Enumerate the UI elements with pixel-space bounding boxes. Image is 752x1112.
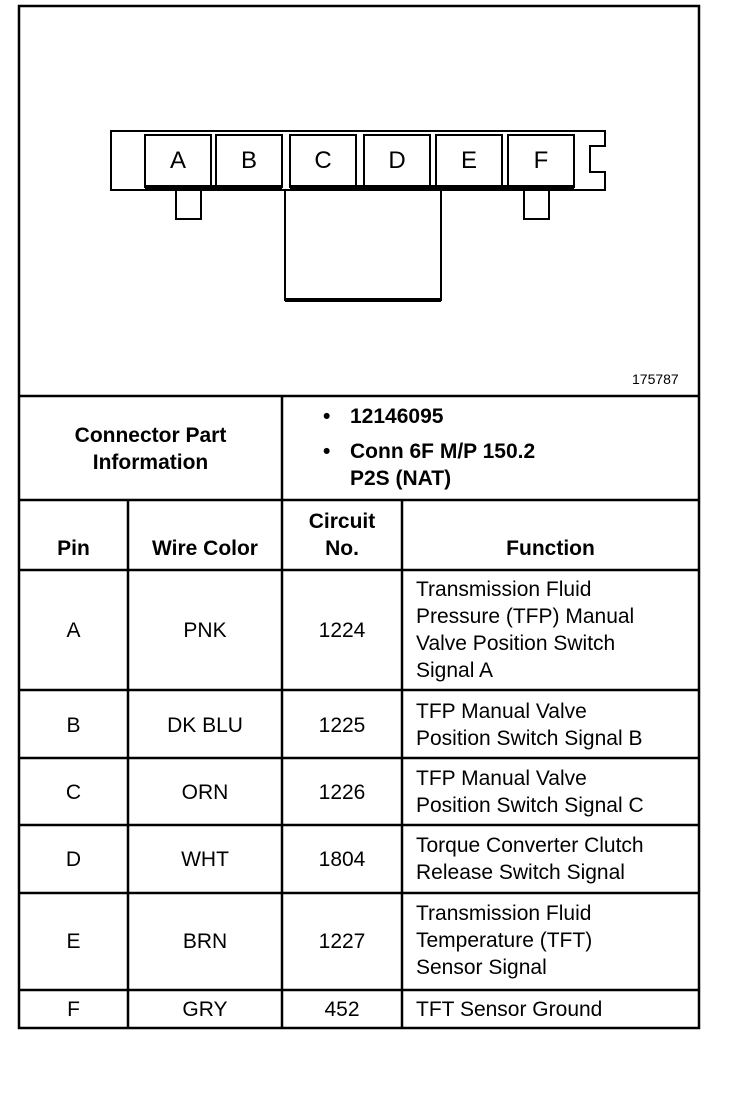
part-description-line1: Conn 6F M/P 150.2 — [350, 440, 536, 463]
row-c-circuit: 1226 — [318, 781, 366, 804]
header-circuit-no: Circuit No. — [308, 510, 376, 560]
row-a-circuit: 1224 — [318, 619, 366, 642]
row-e-circuit: 1227 — [318, 930, 366, 953]
header-function: Function — [506, 537, 595, 560]
row-f-function: TFT Sensor Ground — [416, 998, 603, 1021]
connector-pin-f-label: F — [533, 147, 549, 174]
header-pin: Pin — [57, 537, 90, 560]
connector-pin-e-label: E — [460, 147, 477, 174]
row-d-function: Torque Converter Clutch Release Switch S… — [416, 834, 644, 884]
latch-tab-left — [175, 190, 202, 220]
description-bullet: • — [323, 440, 331, 463]
header-wire-color: Wire Color — [152, 537, 258, 560]
connector-drawing — [110, 130, 606, 301]
row-c-function: TFP Manual Valve Position Switch Signal … — [416, 767, 644, 817]
connector-pin-b-label: B — [240, 147, 257, 174]
part-info-label: Connector Part Information — [74, 424, 227, 474]
row-d-circuit: 1804 — [318, 848, 366, 871]
row-c-wire-color: ORN — [181, 781, 229, 804]
outer-frame — [17, 4, 701, 1030]
row-a-pin: A — [66, 619, 81, 642]
row-a-function: Transmission Fluid Pressure (TFP) Manual… — [416, 578, 635, 682]
latch-tab-right — [523, 190, 550, 220]
connector-lower-housing — [284, 190, 442, 301]
row-d-wire-color: WHT — [181, 848, 229, 871]
row-b-circuit: 1225 — [318, 714, 366, 737]
row-f-pin: F — [67, 998, 80, 1021]
row-f-wire-color: GRY — [182, 998, 228, 1021]
part-number: 12146095 — [350, 405, 444, 428]
row-b-wire-color: DK BLU — [167, 714, 243, 737]
part-description-line2: P2S (NAT) — [350, 467, 452, 490]
row-e-pin: E — [66, 930, 81, 953]
row-b-pin: B — [66, 714, 81, 737]
row-e-function: Transmission Fluid Temperature (TFT) Sen… — [416, 902, 593, 979]
row-f-circuit: 452 — [324, 998, 360, 1021]
row-d-pin: D — [65, 848, 82, 871]
row-c-pin: C — [65, 781, 82, 804]
connector-body — [110, 130, 606, 191]
part-number-bullet: • — [323, 405, 331, 428]
connector-pin-a-label: A — [169, 147, 186, 174]
row-e-wire-color: BRN — [182, 930, 228, 953]
row-b-function: TFP Manual Valve Position Switch Signal … — [416, 700, 643, 750]
connector-pin-d-label: D — [388, 147, 406, 174]
figure-number: 175787 — [632, 371, 679, 387]
connector-pin-c-label: C — [314, 147, 332, 174]
row-a-wire-color: PNK — [183, 619, 227, 642]
